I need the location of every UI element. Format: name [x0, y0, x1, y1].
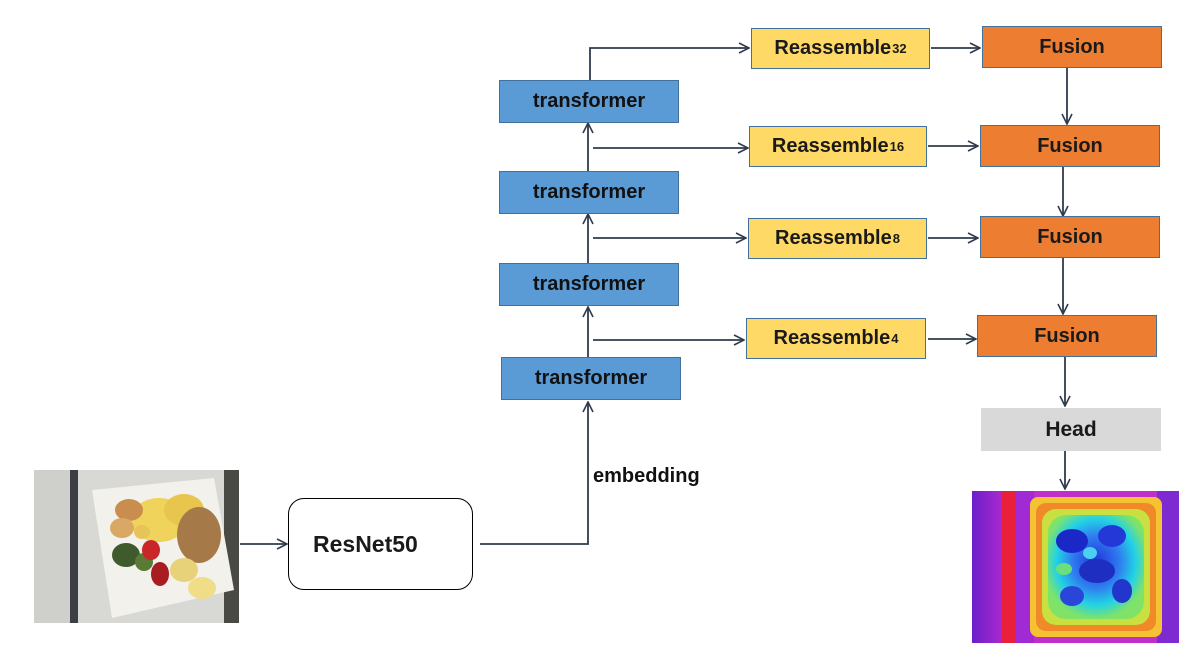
transformer-block-1: transformer [499, 80, 679, 123]
fusion-block-3: Fusion [980, 216, 1160, 258]
output-depth-map [972, 491, 1179, 643]
embedding-label: embedding [593, 465, 700, 487]
fusion-block-1: Fusion [982, 26, 1162, 68]
resnet50-backbone: ResNet50 [288, 498, 473, 590]
arrow-t1-to-reassemble32 [589, 48, 749, 80]
head-block: Head [981, 408, 1161, 451]
fusion-label: Fusion [1034, 324, 1100, 347]
reassemble-label: Reassemble [775, 227, 892, 249]
fusion-label: Fusion [1037, 225, 1103, 248]
transformer-block-4: transformer [501, 357, 681, 400]
reassemble-label: Reassemble [773, 327, 891, 349]
transformer-label: transformer [532, 273, 646, 295]
head-label: Head [1045, 417, 1097, 441]
reassemble-label: Reassemble [774, 37, 892, 59]
arrow-resnet-to-transformer [480, 402, 588, 545]
transformer-block-3: transformer [499, 263, 679, 306]
reassemble-label: Reassemble [771, 135, 889, 157]
fusion-block-4: Fusion [977, 315, 1157, 357]
fusion-label: Fusion [1037, 134, 1103, 157]
transformer-block-2: transformer [499, 171, 679, 214]
transformer-label: transformer [532, 90, 646, 112]
transformer-label: transformer [532, 181, 646, 203]
transformer-label: transformer [534, 367, 648, 389]
resnet50-label: ResNet50 [313, 530, 418, 557]
fusion-block-2: Fusion [980, 125, 1160, 167]
fusion-label: Fusion [1039, 35, 1105, 58]
input-image [34, 470, 239, 623]
